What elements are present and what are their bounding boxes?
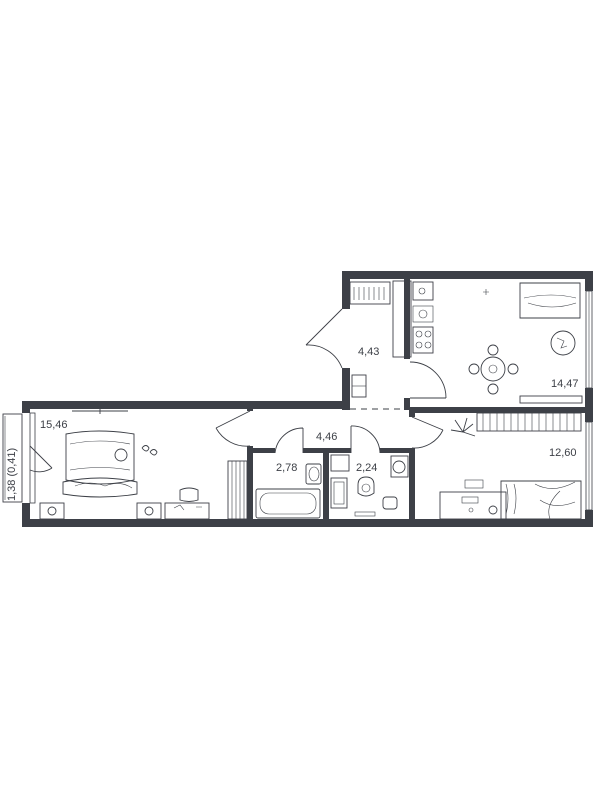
area-label-balcony: 1,38 (0,41) — [6, 448, 18, 501]
dining-table — [480, 356, 506, 382]
wall-bedroom-right-top — [247, 401, 253, 411]
kitchen-stove — [412, 326, 434, 354]
door-kitchen — [409, 361, 447, 399]
window-bedroom — [29, 412, 36, 504]
door-room — [411, 416, 444, 449]
door-toilet — [350, 425, 381, 454]
door-entrance — [305, 308, 343, 369]
windows — [29, 290, 593, 511]
hall-wardrobe — [349, 281, 391, 305]
wall-bedroom-right — [247, 446, 253, 527]
hall-furniture — [349, 281, 391, 398]
toilet-fixtures — [330, 454, 409, 517]
wardrobe — [227, 460, 248, 520]
area-labels: 15,46 1,38 (0,41) 4,43 4,46 2,78 2,24 14… — [6, 346, 579, 501]
coffee-table — [550, 330, 576, 356]
wall-bath-top-a — [253, 448, 275, 453]
wall-left-lower — [342, 368, 350, 410]
wall-top-bedroom — [22, 401, 350, 409]
bed — [65, 430, 135, 485]
nightstand-left — [39, 502, 65, 520]
area-label-toilet: 2,24 — [356, 462, 377, 474]
bathroom-fixtures — [255, 463, 322, 519]
balcony — [2, 413, 23, 503]
slippers — [141, 445, 158, 456]
wall-top-kitchen — [342, 271, 593, 279]
area-label-corridor: 4,46 — [316, 431, 337, 443]
wall-toilet-right — [409, 448, 415, 527]
wall-bath-toilet — [323, 448, 329, 527]
toilet-bowl — [357, 476, 375, 497]
door-bathroom — [274, 427, 304, 454]
door-balcony — [29, 445, 53, 473]
tv-stand — [519, 395, 583, 404]
wall-right-mid — [585, 388, 593, 422]
wall-hall-right-top — [404, 279, 410, 359]
area-label-hall: 4,43 — [358, 346, 379, 358]
wall-left-bedroom-top — [22, 401, 30, 413]
area-label-room: 12,60 — [549, 447, 577, 459]
room-plant — [450, 417, 476, 437]
bath-sink — [305, 463, 322, 485]
wall-hall-right-bottom — [404, 398, 410, 410]
kitchen-furniture — [392, 280, 583, 404]
kitchen-sink — [412, 281, 434, 301]
room-bed — [500, 480, 582, 520]
bed-pillows — [62, 477, 138, 498]
area-label-bathroom: 2,78 — [276, 462, 297, 474]
doors — [29, 308, 447, 473]
wall-right-kitchen — [585, 271, 593, 291]
wall-right-bottom — [585, 510, 593, 527]
room-wardrobe — [476, 412, 582, 432]
wall-bottom — [22, 519, 593, 527]
washing-machine — [390, 455, 409, 478]
water-heater — [330, 454, 350, 472]
door-bedroom — [215, 410, 251, 447]
wall-toilet-top — [380, 448, 412, 453]
balcony-outline — [2, 413, 23, 503]
room-furniture — [439, 412, 582, 520]
toilet-tank — [330, 477, 348, 509]
bathtub — [255, 488, 321, 519]
room-desk — [439, 491, 507, 520]
wall-left-bedroom-bottom — [22, 503, 30, 527]
walls — [22, 271, 593, 527]
desk — [164, 502, 210, 520]
area-label-bedroom: 15,46 — [40, 419, 68, 431]
sofa — [519, 282, 581, 319]
wall-left-upper — [342, 271, 350, 309]
area-label-kitchen-living: 14,47 — [551, 378, 579, 390]
kitchen-counter — [392, 280, 412, 358]
nightstand-right — [136, 502, 162, 520]
wall-room-top — [409, 407, 593, 413]
small-sink — [382, 496, 398, 510]
bedroom-furniture — [39, 408, 248, 520]
